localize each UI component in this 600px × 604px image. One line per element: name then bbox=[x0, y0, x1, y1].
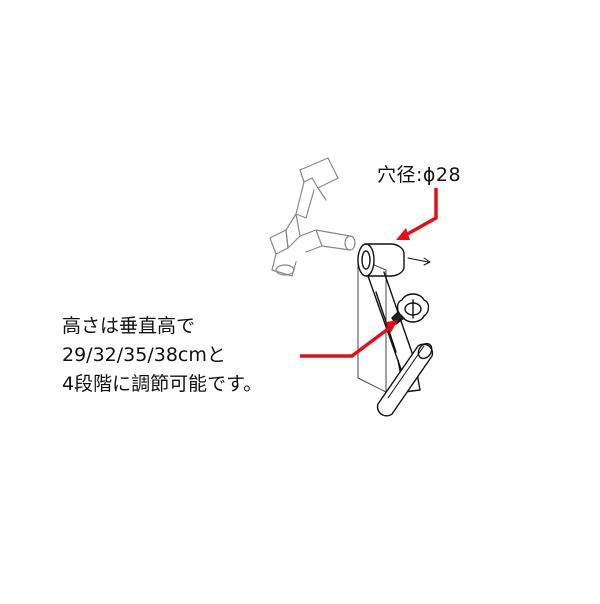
height-adjust-note: 高さは垂直高で 29/32/35/38cmと 4段階に調節可能です。 bbox=[62, 312, 262, 399]
tightening-knob bbox=[391, 293, 430, 325]
direction-arrow bbox=[407, 257, 429, 263]
hole-leader-line bbox=[403, 188, 438, 238]
guide-plate bbox=[357, 257, 387, 393]
height-note-line-3: 4段階に調節可能です。 bbox=[62, 373, 263, 395]
footrest-bracket-illustration bbox=[269, 157, 356, 277]
height-leader-line bbox=[300, 324, 394, 358]
hole-diameter-label: 穴径:ϕ28 bbox=[377, 164, 462, 186]
height-note-line-2: 29/32/35/38cmと bbox=[62, 344, 226, 366]
height-note-line-1: 高さは垂直高で bbox=[62, 315, 196, 337]
hole-leader-arrowhead bbox=[396, 228, 410, 240]
height-leader-arrowhead bbox=[386, 320, 398, 334]
top-socket-tube bbox=[357, 243, 405, 277]
roller-bar bbox=[376, 342, 434, 417]
